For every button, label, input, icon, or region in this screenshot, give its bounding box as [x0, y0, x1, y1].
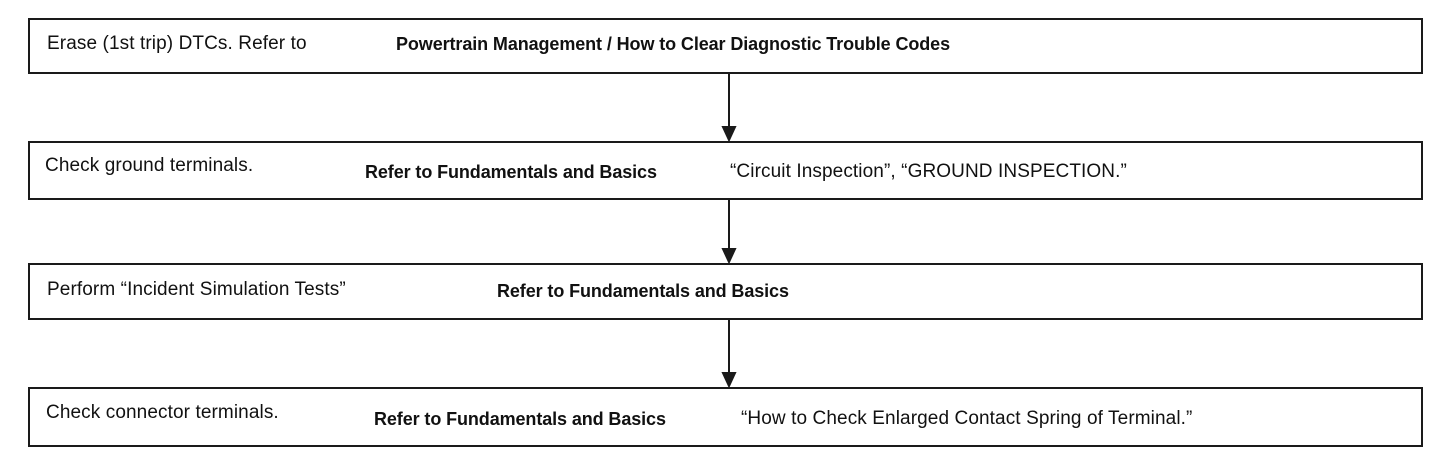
step-box-incident-simulation: Perform “Incident Simulation Tests” Refe… — [28, 263, 1423, 320]
step-reference: Refer to Fundamentals and Basics — [497, 281, 789, 301]
step-instruction: Check connector terminals. — [46, 402, 279, 423]
arrow-head-1 — [721, 126, 737, 143]
step-instruction: Erase (1st trip) DTCs. Refer to — [47, 33, 307, 54]
step-reference: Powertrain Management / How to Clear Dia… — [396, 34, 950, 54]
step-instruction: Check ground terminals. — [45, 155, 254, 176]
step-box-check-ground: Check ground terminals. Refer to Fundame… — [28, 141, 1423, 200]
step-box-erase-dtcs: Erase (1st trip) DTCs. Refer to Powertra… — [28, 18, 1423, 74]
step-reference-detail: “Circuit Inspection”, “GROUND INSPECTION… — [730, 161, 1127, 182]
step-reference: Refer to Fundamentals and Basics — [374, 409, 666, 429]
step-instruction: Perform “Incident Simulation Tests” — [47, 279, 346, 300]
step-reference: Refer to Fundamentals and Basics — [365, 162, 657, 182]
arrow-head-3 — [721, 372, 737, 389]
step-box-check-connector: Check connector terminals. Refer to Fund… — [28, 387, 1423, 447]
arrow-head-2 — [721, 248, 737, 265]
step-reference-detail: “How to Check Enlarged Contact Spring of… — [741, 408, 1193, 429]
